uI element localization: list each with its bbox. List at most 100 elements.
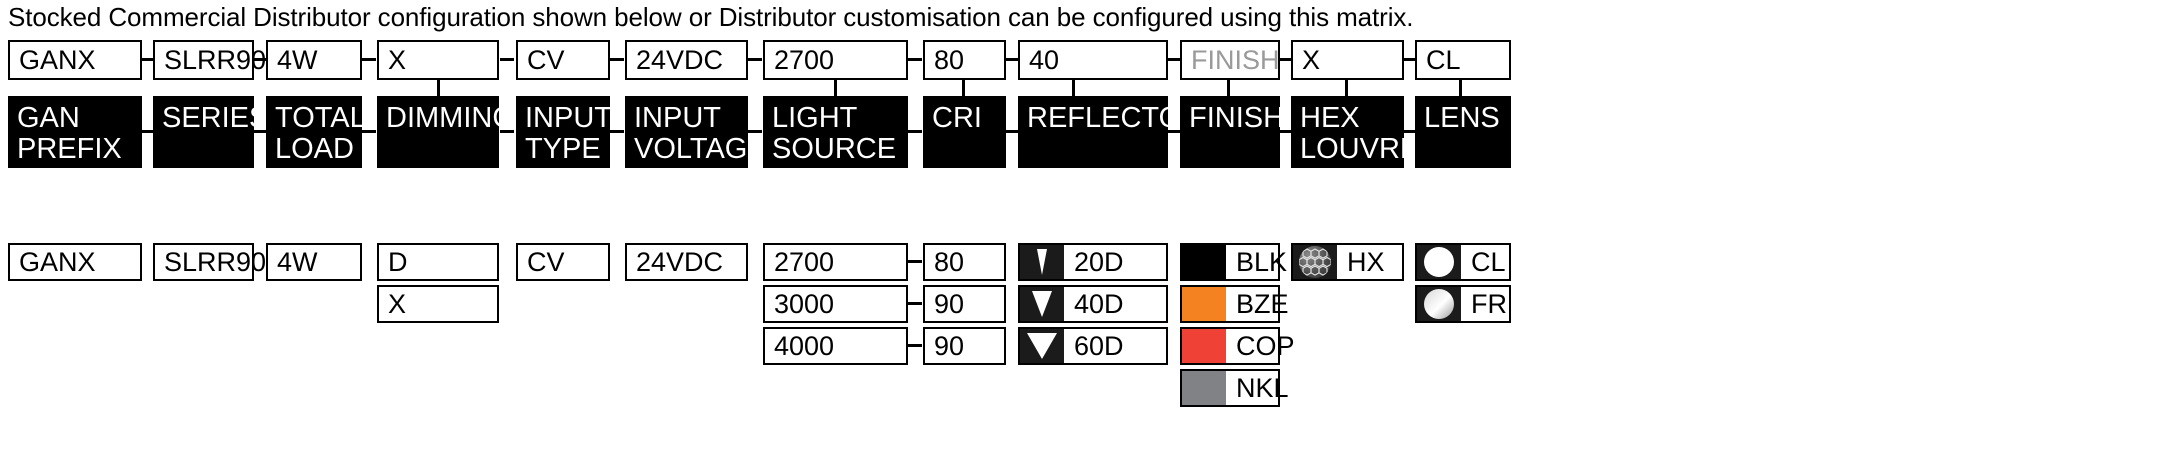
option-label: 20D	[1074, 246, 1124, 277]
header-line-1: LENS	[1424, 102, 1500, 134]
option-light-source-4000[interactable]: 4000	[763, 327, 908, 365]
honeycomb-disc-icon	[1293, 245, 1337, 279]
config-code-cell-input-voltage[interactable]: 24VDC	[625, 40, 748, 80]
category-header-finish: FINISH	[1180, 96, 1284, 168]
code-separator	[1168, 58, 1182, 61]
option-label: FR	[1471, 288, 1507, 319]
connector-tick-dimming	[437, 80, 440, 104]
config-code-cell-dimming[interactable]: X	[377, 40, 499, 80]
connector-tick-lens	[1459, 80, 1462, 104]
header-separator	[254, 130, 268, 133]
header-separator	[1168, 130, 1182, 133]
option-separator	[908, 344, 922, 347]
config-code-cell-lens[interactable]: CL	[1415, 40, 1511, 80]
option-finish-bze[interactable]: BZE	[1180, 285, 1289, 323]
option-gan-prefix-ganx[interactable]: GANX	[8, 243, 142, 281]
option-finish-blk[interactable]: BLK	[1180, 243, 1287, 281]
option-reflector-40d[interactable]: 40D	[1018, 285, 1168, 323]
beam-angle-60-icon	[1020, 329, 1064, 363]
config-code-cell-hex-louvre[interactable]: X	[1291, 40, 1404, 80]
connector-tick-light-source	[834, 80, 837, 104]
option-input-voltage-24vdc[interactable]: 24VDC	[625, 243, 748, 281]
header-line-2: LOAD	[275, 133, 354, 165]
option-label: HX	[1347, 246, 1385, 277]
header-separator	[748, 130, 762, 133]
connector-tick-finish	[1227, 80, 1230, 104]
option-label: NKL	[1236, 372, 1289, 403]
config-code-cell-cri[interactable]: 80	[923, 40, 1006, 80]
config-code-value: GANX	[19, 44, 96, 75]
header-line-2: PREFIX	[17, 133, 122, 165]
option-cri-90-4000[interactable]: 90	[923, 327, 1006, 365]
category-header-reflector: REFLECTOR	[1018, 96, 1202, 168]
config-code-cell-light-source[interactable]: 2700	[763, 40, 908, 80]
option-label: 4000	[774, 330, 835, 361]
config-code-cell-reflector[interactable]: 40	[1018, 40, 1168, 80]
option-label: GANX	[19, 246, 96, 277]
option-cri-80[interactable]: 80	[923, 243, 1006, 281]
option-label: CL	[1471, 246, 1506, 277]
option-label: 90	[934, 330, 965, 361]
option-label: 80	[934, 246, 965, 277]
header-separator	[1280, 130, 1294, 133]
category-header-light-source: LIGHT SOURCE (K)	[763, 96, 908, 196]
config-code-cell-gan-prefix[interactable]: GANX	[8, 40, 142, 80]
option-dimming-x[interactable]: X	[377, 285, 499, 323]
config-code-value: SLRR90	[164, 44, 267, 75]
option-light-source-3000[interactable]: 3000	[763, 285, 908, 323]
color-swatch-blk-icon	[1182, 245, 1226, 279]
category-header-input-type: INPUT TYPE	[516, 96, 612, 168]
option-label: 2700	[774, 246, 835, 277]
code-separator	[610, 58, 624, 61]
config-code-cell-finish[interactable]: FINISH	[1180, 40, 1280, 80]
config-code-value: CL	[1426, 44, 1461, 75]
beam-angle-40-icon	[1020, 287, 1064, 321]
option-total-load-4w[interactable]: 4W	[266, 243, 362, 281]
option-label: 4W	[277, 246, 318, 277]
config-code-value: 4W	[277, 44, 318, 75]
option-light-source-2700[interactable]: 2700	[763, 243, 908, 281]
option-dimming-d[interactable]: D	[377, 243, 499, 281]
option-label: 90	[934, 288, 965, 319]
config-code-value: CV	[527, 44, 565, 75]
header-separator	[1404, 130, 1418, 133]
option-label: D	[388, 246, 408, 277]
option-lens-cl[interactable]: CL	[1415, 243, 1511, 281]
header-line-1: TOTAL	[275, 102, 366, 134]
option-label: 3000	[774, 288, 835, 319]
config-code-cell-total-load[interactable]: 4W	[266, 40, 362, 80]
header-line-1: INPUT	[525, 102, 612, 134]
config-code-value: X	[388, 44, 407, 75]
option-hex-louvre-hx[interactable]: HX	[1291, 243, 1404, 281]
option-lens-fr[interactable]: FR	[1415, 285, 1511, 323]
header-line-1: GAN	[17, 102, 80, 134]
config-code-value: FINISH	[1191, 44, 1280, 75]
header-separator	[142, 130, 156, 133]
option-series-slrr90[interactable]: SLRR90	[153, 243, 266, 281]
option-cri-90-3000[interactable]: 90	[923, 285, 1006, 323]
code-separator	[908, 58, 922, 61]
option-reflector-60d[interactable]: 60D	[1018, 327, 1168, 365]
category-header-dimming: DIMMING	[377, 96, 515, 168]
option-finish-nkl[interactable]: NKL	[1180, 369, 1289, 407]
connector-tick-hex-louvre	[1345, 80, 1348, 104]
header-line-1: SERIES	[162, 102, 269, 134]
option-input-type-cv[interactable]: CV	[516, 243, 610, 281]
option-reflector-20d[interactable]: 20D	[1018, 243, 1168, 281]
header-line-2: TYPE	[525, 133, 601, 165]
option-separator	[908, 302, 922, 305]
option-label: COP	[1236, 330, 1295, 361]
option-label: SLRR90	[164, 246, 267, 277]
category-header-hex-louvre: HEX LOUVRE	[1291, 96, 1419, 168]
code-separator	[748, 58, 762, 61]
header-line-2: VOLTAGE	[634, 133, 767, 165]
option-label: BZE	[1236, 288, 1289, 319]
header-line-2: SOURCE (K)	[772, 133, 897, 196]
code-separator	[1404, 58, 1418, 61]
option-finish-cop[interactable]: COP	[1180, 327, 1295, 365]
config-code-cell-series[interactable]: SLRR90	[153, 40, 266, 80]
header-line-1: DIMMING	[386, 102, 515, 134]
header-line-1: FINISH	[1189, 102, 1285, 134]
config-code-cell-input-type[interactable]: CV	[516, 40, 610, 80]
